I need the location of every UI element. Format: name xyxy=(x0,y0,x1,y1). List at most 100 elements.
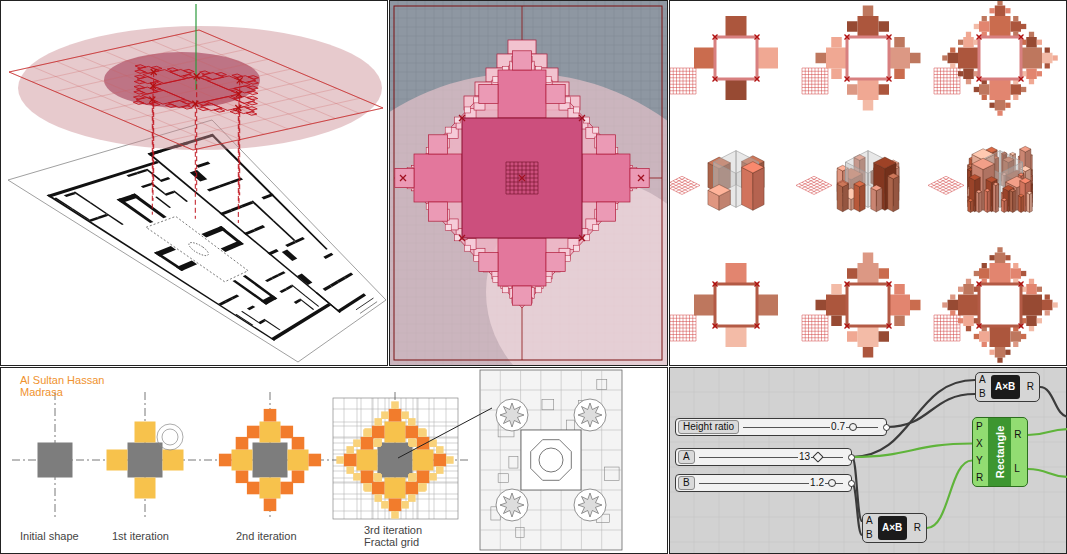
x-marker xyxy=(755,282,760,287)
fractal-square xyxy=(1026,69,1037,80)
fractal-square xyxy=(847,84,858,95)
x-marker xyxy=(977,282,982,287)
x-marker xyxy=(519,175,525,181)
slider-grip xyxy=(812,451,823,462)
mini-grid xyxy=(950,68,951,94)
fractal-square xyxy=(831,69,842,80)
canvas-grid xyxy=(389,36,668,37)
x-marker xyxy=(149,97,155,103)
panel-border xyxy=(390,1,668,366)
canvas-grid xyxy=(389,9,668,10)
wire-stub xyxy=(1028,469,1067,477)
center-grid xyxy=(538,162,539,194)
block-top xyxy=(986,177,997,183)
fractal-square xyxy=(950,48,955,53)
plan-wall xyxy=(173,190,188,202)
x-marker xyxy=(713,282,718,287)
iteration-square xyxy=(353,439,361,447)
central-court xyxy=(847,37,889,79)
mini-grid xyxy=(670,90,696,91)
fractal-square xyxy=(963,316,974,327)
rosette-star xyxy=(500,403,524,427)
x-marker xyxy=(887,77,892,82)
mini-grid xyxy=(686,68,687,94)
plan-wall xyxy=(294,237,305,243)
iteration-square xyxy=(391,401,399,409)
input-param: Y xyxy=(976,455,983,467)
central-dome xyxy=(539,448,563,472)
plan-wall xyxy=(97,214,108,219)
iteration-panel xyxy=(0,367,668,554)
fractal-square xyxy=(596,135,615,154)
fractal-square xyxy=(966,79,971,84)
plan-wall xyxy=(344,273,353,279)
fractal-square xyxy=(216,73,227,76)
iteration-square xyxy=(413,450,434,471)
plan-wall xyxy=(263,319,280,331)
iteration-caption: Initial shape xyxy=(20,530,79,542)
multiply-component: ABA×BR xyxy=(975,372,1040,402)
fractal-square xyxy=(1013,263,1018,268)
fractal-square xyxy=(198,107,209,110)
iteration-square xyxy=(434,454,447,467)
x-marker xyxy=(235,105,241,111)
plan-wall xyxy=(261,193,274,199)
iteration-square xyxy=(236,437,249,450)
block-top xyxy=(888,173,899,179)
fractal-square xyxy=(166,104,177,107)
iteration-square xyxy=(374,418,382,426)
mini-grid xyxy=(670,328,696,329)
fractal-square xyxy=(1029,279,1034,284)
output-param: R xyxy=(1027,381,1034,393)
iteration-square xyxy=(281,482,294,495)
fractal-square xyxy=(167,68,178,72)
x-marker xyxy=(237,77,243,83)
mini-grid xyxy=(670,94,696,95)
block-top xyxy=(1010,189,1016,192)
iteration-square xyxy=(361,437,374,450)
rosette xyxy=(574,399,606,431)
x-marker xyxy=(1019,324,1024,329)
iteration-square xyxy=(381,501,389,509)
iteration-square xyxy=(408,474,416,482)
input-param: X xyxy=(976,438,983,450)
fractal-square xyxy=(1037,287,1042,292)
fractal-square xyxy=(858,263,879,284)
x-marker xyxy=(887,35,892,40)
influence-disc xyxy=(18,26,382,150)
plan-wall xyxy=(196,162,211,168)
wire xyxy=(887,394,975,427)
fractal-grid-frame xyxy=(333,398,458,519)
center-grid xyxy=(526,162,527,194)
plan-wall xyxy=(190,170,208,182)
fractal-square xyxy=(942,302,947,307)
block-face xyxy=(996,184,999,212)
fractal-square xyxy=(990,263,1011,284)
fractal-square xyxy=(894,69,905,80)
mini-grid xyxy=(802,337,828,338)
x-marker xyxy=(579,115,585,121)
plan-wall xyxy=(54,198,73,210)
fractal-square xyxy=(889,48,910,69)
rosette-star xyxy=(578,403,602,427)
plan-room xyxy=(542,399,554,409)
plan-wall xyxy=(90,203,108,215)
wire-stub xyxy=(1040,387,1067,417)
block-face xyxy=(1004,200,1007,213)
iteration-square xyxy=(336,456,344,464)
mini-grid xyxy=(670,341,696,342)
plan-wall xyxy=(230,205,243,211)
fractal-square xyxy=(757,295,778,316)
block-top xyxy=(1018,173,1024,176)
plan-wall xyxy=(235,314,253,326)
x-marker xyxy=(1019,77,1024,82)
plan-wall xyxy=(316,292,341,313)
central-court xyxy=(715,284,757,326)
central-octagon xyxy=(531,440,572,481)
x-marker xyxy=(638,175,644,181)
fractal-square xyxy=(894,37,905,48)
block-face xyxy=(1001,200,1004,213)
construction-circle xyxy=(157,424,183,450)
stair-square xyxy=(445,127,451,133)
input-param: P xyxy=(976,421,983,433)
